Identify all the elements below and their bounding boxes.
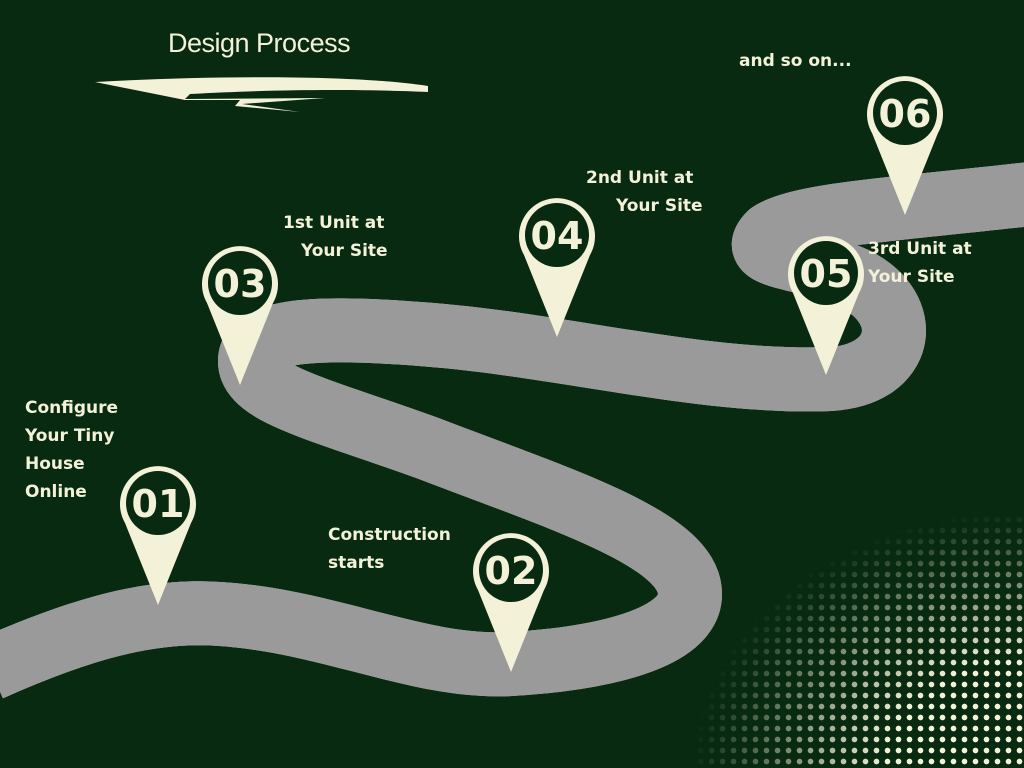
label-line: starts <box>328 553 385 573</box>
label-line: 1st Unit at <box>283 213 385 233</box>
location-pin-01: 01 <box>120 466 196 605</box>
step-03-label: 1st Unit at Your Site <box>283 209 388 265</box>
pin-inner-circle <box>794 241 858 305</box>
step-06-label: and so on... <box>739 47 852 75</box>
step-number: 03 <box>214 262 267 306</box>
step-number: 06 <box>879 92 932 136</box>
label-line: Configure <box>25 398 119 418</box>
step-02-label: Construction starts <box>328 521 451 577</box>
label-line: Your Site <box>868 267 955 287</box>
label-line: and so on... <box>739 51 852 71</box>
pin-inner-circle <box>525 203 589 267</box>
location-pin-02: 02 <box>473 533 549 672</box>
location-pin-03: 03 <box>201 246 278 385</box>
location-pin-06: 06 <box>867 76 944 215</box>
title-underline-scribble <box>95 77 428 112</box>
label-line: Online <box>25 482 87 502</box>
label-line: Construction <box>328 525 451 545</box>
step-01-label: Configure Your Tiny House Online <box>25 394 118 506</box>
pin-inner-circle <box>126 471 190 535</box>
location-pin-05: 05 <box>788 236 864 375</box>
label-line: House <box>25 454 85 474</box>
step-05-label: 3rd Unit at Your Site <box>868 235 972 291</box>
step-04-label: 2nd Unit at Your Site <box>586 164 703 220</box>
step-number: 05 <box>800 252 853 296</box>
label-line: Your Site <box>616 196 703 216</box>
step-number: 04 <box>531 214 584 258</box>
label-line: 3rd Unit at <box>868 239 972 259</box>
label-line: 2nd Unit at <box>586 168 694 188</box>
label-line: Your Tiny <box>25 426 115 446</box>
location-pin-04: 04 <box>519 198 595 337</box>
pin-inner-circle <box>208 251 272 315</box>
page-title: Design Process <box>168 28 351 58</box>
label-line: Your Site <box>301 241 388 261</box>
pin-inner-circle <box>873 81 937 145</box>
step-number: 02 <box>485 549 538 593</box>
pin-inner-circle <box>479 538 543 602</box>
step-number: 01 <box>132 482 185 526</box>
